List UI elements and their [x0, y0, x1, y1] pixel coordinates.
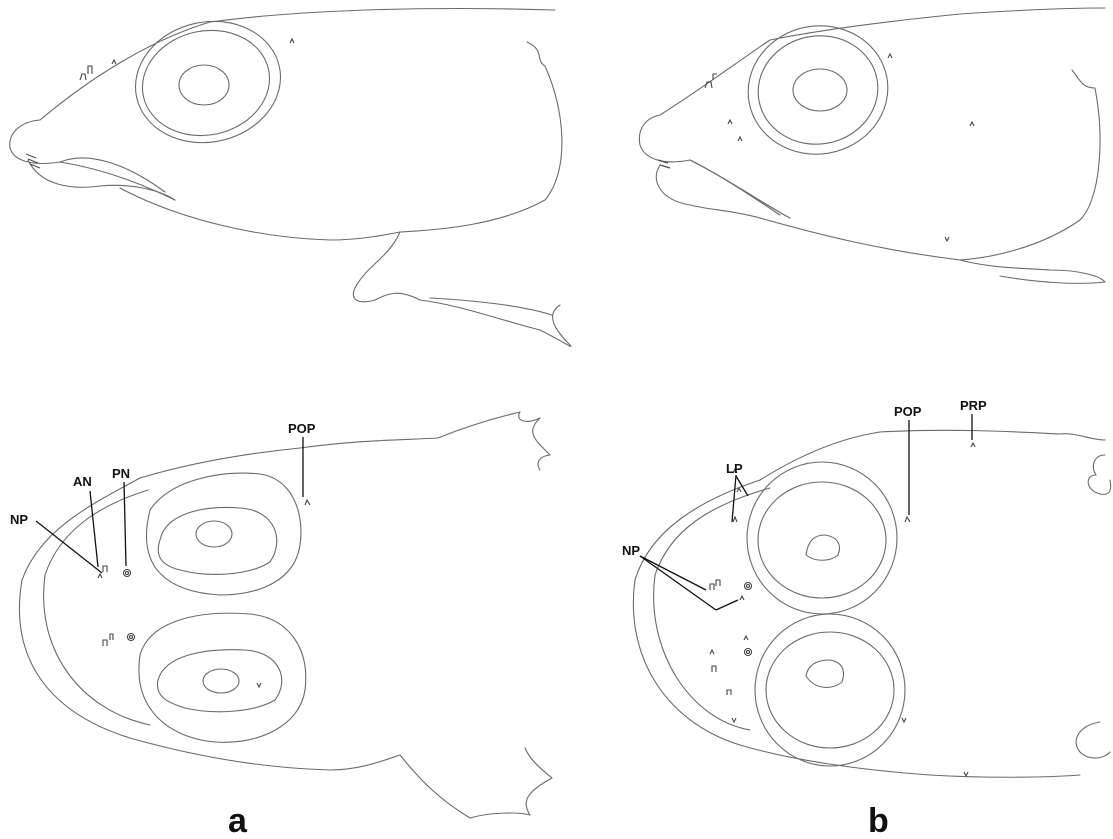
b-lateral-dorsal-outline — [660, 8, 1105, 115]
panel-a-dorsal-view — [19, 412, 552, 818]
a-dorsal-eye-lower — [139, 613, 306, 742]
b-dorsal-head-outline — [633, 480, 1080, 777]
panel-a-lateral-view — [10, 8, 571, 346]
b-lateral-eye-orbit — [738, 15, 898, 165]
b-lateral-pectoral-fin — [960, 260, 1105, 283]
label-b-lp: LP — [726, 461, 743, 476]
a-dorsal-pectoral-fin-lower — [400, 748, 552, 818]
a-lateral-lower-lip — [28, 160, 175, 200]
b-lateral-belly — [760, 218, 960, 260]
panel-a-leader-lines — [36, 437, 303, 573]
panel-label-a: a — [228, 802, 248, 839]
label-a-pop: POP — [288, 421, 316, 436]
b-dorsal-eye-upper — [747, 462, 897, 614]
label-b-np: NP — [622, 543, 640, 558]
label-a-np: NP — [10, 512, 28, 527]
b-lateral-operculum — [960, 70, 1100, 260]
label-b-pop: POP — [894, 404, 922, 419]
a-lateral-belly — [120, 188, 400, 240]
a-lateral-operculum — [400, 42, 562, 232]
a-lateral-snout — [10, 120, 175, 200]
a-dorsal-inner-outline — [44, 490, 150, 725]
b-dorsal-operculum-lower — [1076, 722, 1110, 758]
label-a-an: AN — [73, 474, 92, 489]
b-dorsal-inner-outline — [654, 488, 770, 730]
label-b-prp: PRP — [960, 398, 987, 413]
panel-b-dorsal-view — [633, 430, 1110, 777]
b-dorsal-eye-lower — [755, 614, 905, 766]
panel-b-lateral-view — [639, 8, 1105, 283]
b-dorsal-operculum-upper — [1088, 455, 1111, 494]
a-lateral-pectoral-fin — [353, 232, 571, 346]
a-lateral-dorsal-outline — [40, 9, 555, 121]
a-dorsal-pectoral-fin-upper — [438, 412, 550, 470]
panel-label-b: b — [868, 802, 889, 839]
a-dorsal-eye-upper — [146, 473, 300, 595]
label-a-pn: PN — [112, 466, 130, 481]
